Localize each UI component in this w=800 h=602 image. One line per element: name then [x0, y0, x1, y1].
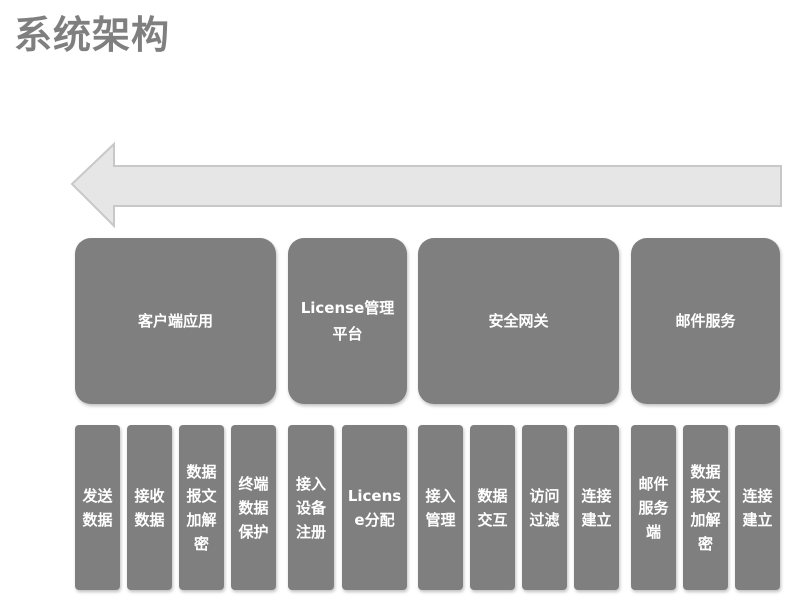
sub-module-label: 连接 建立 [581, 486, 612, 529]
sub-module-license-allocation: Licens e分配 [342, 425, 407, 590]
sub-module-label: 接入 管理 [425, 486, 456, 529]
sub-module-mail-connection-setup: 连接 建立 [735, 425, 780, 590]
module-client-app: 客户端应用 [75, 238, 276, 404]
sub-module-label: 终端 数据 保护 [238, 474, 269, 541]
sub-module-packet-encryption: 数据 报文 加解 密 [179, 425, 224, 590]
sub-module-label: 数据 交互 [477, 486, 508, 529]
sub-module-device-registration: 接入 设备 注册 [288, 425, 334, 590]
sub-module-receive-data: 接收 数据 [127, 425, 172, 590]
sub-module-label: 访问 过滤 [529, 486, 560, 529]
sub-module-terminal-protection: 终端 数据 保护 [231, 425, 276, 590]
sub-module-label: 数据 报文 加解 密 [186, 462, 217, 553]
sub-module-label: 连接 建立 [742, 486, 773, 529]
module-label: 邮件服务 [675, 312, 736, 330]
module-label: 安全网关 [488, 312, 549, 330]
flow-arrow-left-icon [70, 141, 782, 229]
module-label: License管理平台 [300, 299, 395, 343]
sub-module-label: 数据 报文 加解 密 [690, 462, 721, 553]
sub-module-label: 接收 数据 [134, 486, 165, 529]
page-title: 系统架构 [14, 13, 171, 57]
sub-module-data-exchange: 数据 交互 [470, 425, 515, 590]
sub-module-label: 邮件 服务 端 [638, 474, 669, 541]
module-security-gateway: 安全网关 [418, 238, 619, 404]
sub-module-label: 接入 设备 注册 [295, 474, 326, 541]
sub-module-label: 发送 数据 [82, 486, 113, 529]
module-label: 客户端应用 [137, 312, 213, 330]
sub-module-label: Licens e分配 [347, 486, 402, 529]
sub-module-access-management: 接入 管理 [418, 425, 463, 590]
sub-module-mail-packet-encryption: 数据 报文 加解 密 [683, 425, 728, 590]
sub-module-connection-setup: 连接 建立 [574, 425, 619, 590]
module-mail-service: 邮件服务 [631, 238, 780, 404]
sub-module-mail-server: 邮件 服务 端 [631, 425, 676, 590]
module-license-platform: License管理平台 [288, 238, 407, 404]
sub-module-access-filtering: 访问 过滤 [522, 425, 567, 590]
sub-module-send-data: 发送 数据 [75, 425, 120, 590]
